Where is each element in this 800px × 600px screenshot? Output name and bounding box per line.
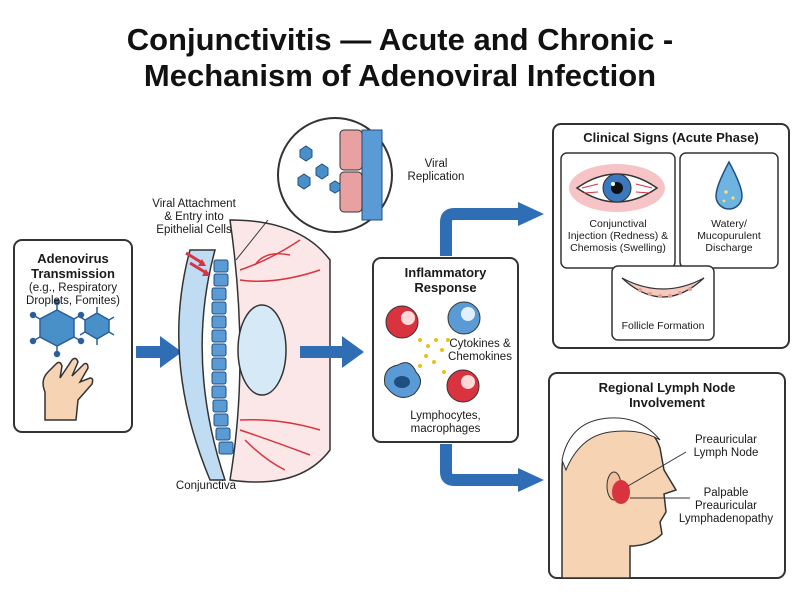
clinical-signs-heading: Clinical Signs (Acute Phase) bbox=[583, 130, 759, 145]
inflammatory-heading: Inflammatory Response bbox=[404, 265, 487, 295]
discharge-panel bbox=[679, 152, 779, 269]
viral-replication-label: Viral Replication bbox=[407, 158, 465, 183]
preauricular-node-label: Preauricular Lymph Node bbox=[693, 434, 759, 459]
discharge-drop-icon bbox=[715, 160, 743, 210]
adenovirus-large-icon bbox=[29, 298, 85, 358]
preauricular-node-icon bbox=[612, 480, 630, 504]
lymph-node-heading: Regional Lymph Node Involvement bbox=[598, 380, 736, 410]
transmission-detail: (e.g., Respiratory Droplets, Fomites) bbox=[26, 282, 120, 307]
page-title: Conjunctivitis — Acute and Chronic - Mec… bbox=[0, 22, 800, 94]
injection-label: Conjunctival Injection (Redness) & Chemo… bbox=[567, 218, 669, 254]
eye-cross-section bbox=[178, 219, 331, 483]
follicle-eyelid-icon bbox=[621, 277, 705, 298]
red-eye-icon bbox=[569, 164, 665, 212]
arrow-to-lymph bbox=[440, 444, 520, 486]
hand-icon bbox=[42, 357, 94, 421]
lymphadenopathy-label: Palpable Preauricular Lymphadenopathy bbox=[678, 487, 774, 525]
arrow-transmission-to-eye bbox=[136, 336, 182, 368]
follicle-label: Follicle Formation bbox=[621, 320, 705, 332]
immune-cells-label: Lymphocytes, macrophages bbox=[410, 410, 481, 435]
conjunctiva-label: Conjunctiva bbox=[175, 480, 236, 492]
title-line-1: Conjunctivitis — Acute and Chronic - bbox=[126, 22, 674, 57]
adenovirus-small-icon bbox=[79, 307, 115, 345]
arrow-eye-to-inflammatory bbox=[300, 336, 364, 368]
discharge-label: Watery/ Mucopurulent Discharge bbox=[697, 218, 761, 254]
arrow-to-clinical bbox=[440, 208, 520, 256]
title-line-2: Mechanism of Adenoviral Infection bbox=[143, 58, 657, 93]
cytokines-label: Cytokines & Chemokines bbox=[448, 338, 512, 363]
viral-attachment-label: Viral Attachment & Entry into Epithelial… bbox=[152, 198, 236, 236]
immune-cells bbox=[384, 301, 481, 403]
replication-magnified-view bbox=[235, 117, 393, 261]
transmission-heading: Adenovirus Transmission bbox=[31, 251, 115, 281]
